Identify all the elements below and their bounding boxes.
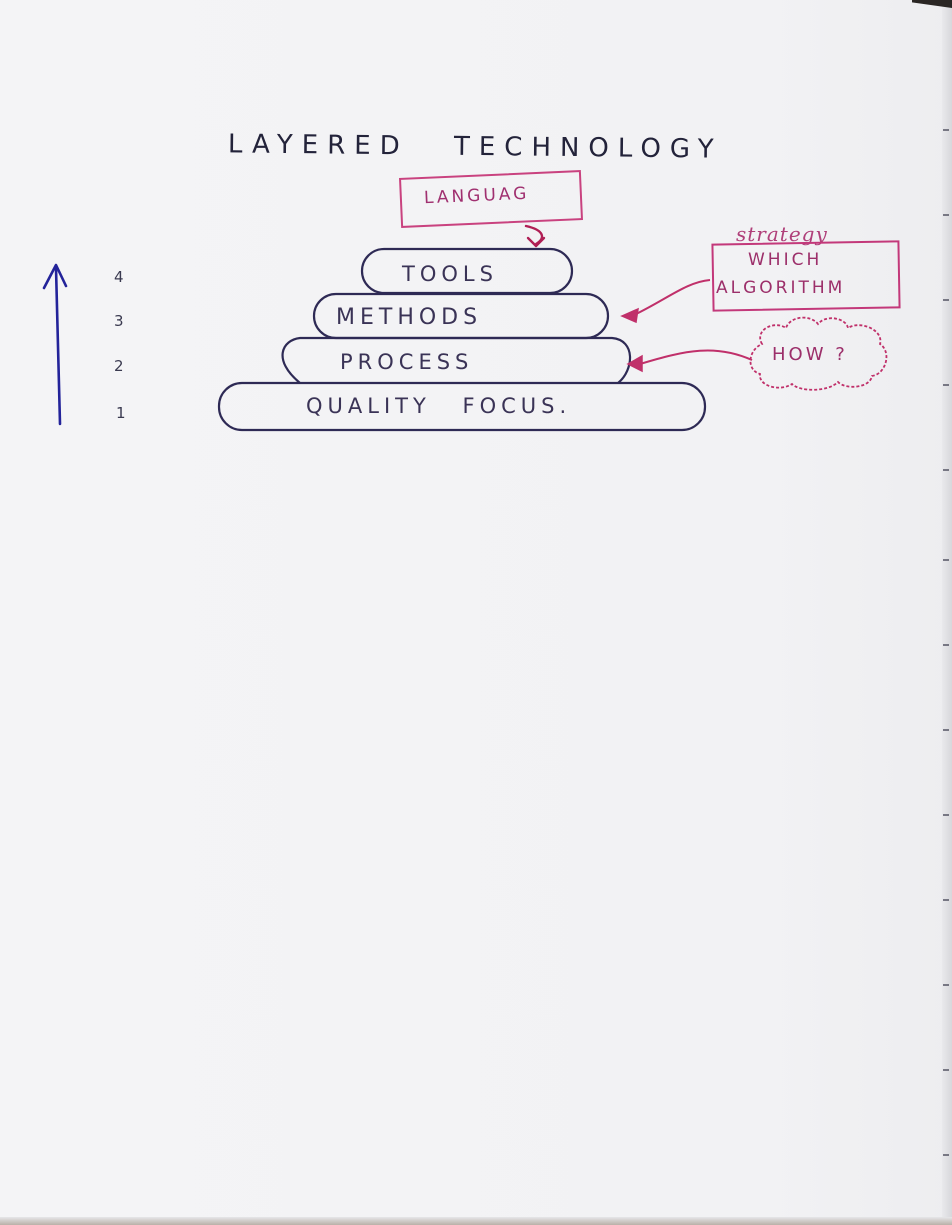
how-arrow-icon: [626, 349, 753, 373]
which-note-text: WHICH: [748, 250, 823, 270]
page-bottom-edge: [0, 1217, 952, 1225]
layer-label-quality-focus: QUALITY FOCUS.: [306, 394, 572, 418]
page-right-edge: [942, 0, 952, 1225]
language-arrow-icon: [524, 224, 546, 248]
layer-number-3: 3: [114, 312, 124, 330]
layer-label-process: PROCESS: [340, 350, 474, 374]
layer-number-2: 2: [114, 357, 124, 375]
upward-arrow-icon: [42, 263, 68, 426]
layer-process-pill: [281, 336, 632, 384]
how-cloud-shape: [749, 316, 888, 391]
layer-number-4: 4: [114, 268, 124, 286]
algorithm-note-text: ALGORITHM: [716, 278, 846, 298]
how-note-text: HOW ?: [772, 344, 848, 365]
algorithm-arrow-icon: [620, 279, 711, 324]
layer-number-1: 1: [116, 404, 126, 422]
strategy-note: strategy: [736, 222, 828, 246]
layer-label-tools: TOOLS: [402, 262, 498, 286]
layer-label-methods: METHODS: [336, 305, 483, 330]
margin-ticks: [943, 129, 949, 1156]
layer-quality-pill: [217, 381, 707, 432]
